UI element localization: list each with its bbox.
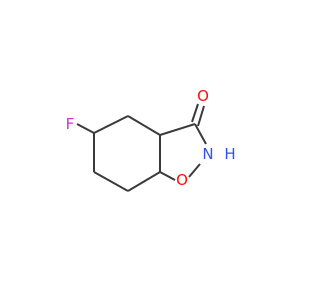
bond-o-c7a <box>159 171 176 181</box>
bond-c4-c3a <box>127 115 161 136</box>
atom-oxygen-carbonyl: O <box>197 87 209 105</box>
atom-labels-group: F O N H O <box>66 87 236 189</box>
bond-c7-c6 <box>93 171 129 192</box>
atom-fluorine: F <box>66 115 75 133</box>
atom-oxygen-ring: O <box>176 171 188 189</box>
bond-c3-o-double-1 <box>191 103 199 123</box>
bond-c5-f <box>76 123 95 134</box>
bond-c5-c4 <box>93 115 129 134</box>
atom-hydrogen: H <box>224 145 235 163</box>
bond-c3a-c3 <box>159 123 196 136</box>
bond-c3-o-double-2 <box>197 105 205 127</box>
bond-n-o <box>188 163 201 178</box>
bond-c3-n <box>194 123 207 145</box>
bonds-group <box>76 103 207 192</box>
molecule-diagram: F O N H O <box>66 87 236 192</box>
atom-nitrogen: N <box>202 145 213 163</box>
bond-c7a-c7 <box>127 171 161 192</box>
